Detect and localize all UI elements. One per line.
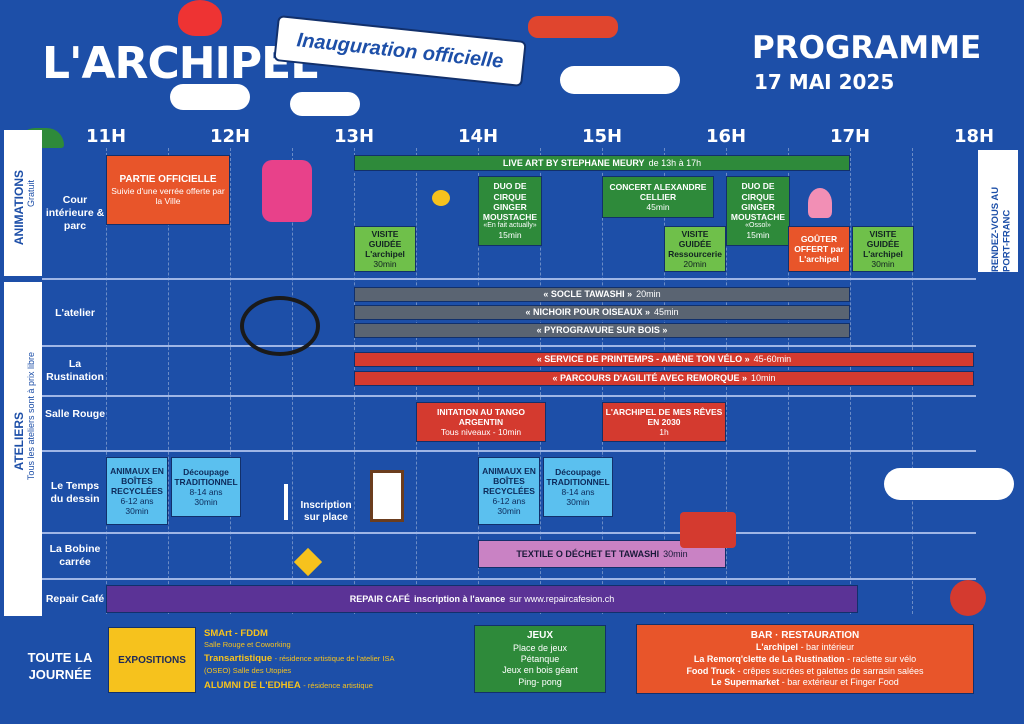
bar-item: La Remorq'clette de La Rustination - rac… — [693, 653, 917, 664]
event-nichoir[interactable]: « NICHOIR POUR OISEAUX » 45min — [354, 305, 850, 320]
inscription-note: Inscription sur place — [300, 500, 352, 523]
expositions-label: EXPOSITIONS — [108, 627, 196, 693]
bar-item: L'archipel - bar intérieur — [755, 642, 855, 653]
row-label: Le Temps du dessin — [50, 480, 100, 506]
row-label: Repair Café — [45, 593, 105, 605]
event-duo-cirque-1[interactable]: DUO DE CIRQUE GINGER MOUSTACHE «En fait … — [478, 176, 542, 246]
event-live-art[interactable]: LIVE ART BY STEPHANE MEURY de 13h à 17h — [354, 155, 850, 171]
toute-la-journee-label: TOUTE LA JOURNÉE — [27, 650, 93, 682]
bar-restauration-box: BAR · RESTAURATION L'archipel - bar inté… — [636, 624, 974, 694]
event-animaux-boites-2[interactable]: ANIMAUX EN BOÎTES RECYCLÉES 6-12 ans 30m… — [478, 457, 540, 525]
expo-item: ALUMNI DE L'EDHEA - résidence artistique — [204, 680, 373, 692]
expo-item: Transartistique - résidence artistique d… — [204, 653, 395, 676]
event-gouter[interactable]: GOÛTER OFFERT par L'archipel — [788, 226, 850, 272]
row-divider — [42, 450, 976, 452]
cloud-decoration — [560, 66, 680, 94]
event-decoupage-2[interactable]: Découpage TRADITIONNEL 8-14 ans 30min — [543, 457, 613, 517]
bar-item: Le Supermarket - bar extérieur et Finger… — [711, 677, 899, 688]
jeux-item: Place de jeux — [512, 642, 568, 653]
bar-item: Food Truck - crêpes sucrées et galettes … — [686, 665, 924, 676]
event-visite-guidee-1[interactable]: VISITE GUIDÉE L'archipel 30min — [354, 226, 416, 272]
hour-label: 18H — [953, 126, 995, 147]
logo: L'ARCHIPEL — [42, 38, 318, 89]
rendezvous-label: RENDEZ-VOUS AU PORT-FRANC — [978, 150, 1018, 272]
event-visite-guidee-2[interactable]: VISITE GUIDÉE Ressourcerie 20min — [664, 226, 726, 272]
fabric-scissors-icon — [680, 512, 736, 548]
page-title: PROGRAMME — [752, 30, 982, 66]
jeux-box: JEUX Place de jeux Pétanque Jeux en bois… — [474, 625, 606, 693]
gridline — [230, 148, 231, 614]
row-divider — [42, 278, 976, 280]
row-label: Cour intérieure & parc — [45, 194, 105, 233]
easel-icon — [370, 470, 404, 522]
row-label: Salle Rouge — [44, 408, 106, 420]
row-label: La Bobine carrée — [49, 543, 101, 569]
row-divider — [42, 532, 976, 534]
event-partie-officielle[interactable]: PARTIE OFFICIELLE Suivie d'une verrée of… — [106, 155, 230, 225]
event-decoupage-1[interactable]: Découpage TRADITIONNEL 8-14 ans 30min — [171, 457, 241, 517]
section-subtitle: Gratuit — [26, 180, 36, 208]
page-date: 17 MAI 2025 — [754, 70, 895, 94]
hour-label: 13H — [333, 126, 375, 147]
jeux-item: Pétanque — [520, 654, 560, 664]
flag-icon — [284, 484, 288, 520]
row-divider — [42, 345, 976, 347]
hour-label: 16H — [705, 126, 747, 147]
event-concert[interactable]: CONCERT ALEXANDRE CELLIER 45min — [602, 176, 714, 218]
event-visite-guidee-3[interactable]: VISITE GUIDÉE L'archipel 30min — [852, 226, 914, 272]
ice-cream-icon — [808, 188, 832, 218]
expositions-list: SMArt - FDDM Salle Rouge et Coworking Tr… — [204, 628, 404, 692]
gridline — [292, 148, 293, 614]
row-divider — [42, 578, 976, 580]
jeux-item: Jeux en bois géant — [502, 665, 578, 676]
hour-label: 17H — [829, 126, 871, 147]
row-label: L'atelier — [55, 307, 95, 319]
section-subtitle: Tous les ateliers sont à prix libre — [26, 352, 36, 481]
event-parcours-agilite[interactable]: « PARCOURS D'AGILITÉ AVEC REMORQUE » 10m… — [354, 371, 974, 386]
cloud-decoration — [290, 92, 360, 116]
event-animaux-boites-1[interactable]: ANIMAUX EN BOÎTES RECYCLÉES 6-12 ans 30m… — [106, 457, 168, 525]
event-duo-cirque-2[interactable]: DUO DE CIRQUE GINGER MOUSTACHE «Ossol» 1… — [726, 176, 790, 246]
event-repair-cafe[interactable]: REPAIR CAFÉ inscription à l'avance sur w… — [106, 585, 858, 613]
row-label: La Rustination — [46, 358, 104, 384]
section-animations: ANIMATIONS Gratuit — [4, 130, 42, 276]
gridline — [168, 148, 169, 614]
hour-label: 14H — [457, 126, 499, 147]
tree-icon — [950, 580, 986, 616]
hour-label: 15H — [581, 126, 623, 147]
fondue-illustration-icon — [262, 160, 312, 222]
event-service-printemps[interactable]: « SERVICE DE PRINTEMPS - AMÈNE TON VÉLO … — [354, 352, 974, 367]
gridline — [106, 148, 107, 614]
row-divider — [42, 395, 976, 397]
event-socle-tawashi[interactable]: « SOCLE TAWASHI » 20min — [354, 287, 850, 302]
section-title: ATELIERS — [12, 412, 26, 471]
hour-label: 12H — [209, 126, 251, 147]
event-tango[interactable]: INITATION AU TANGO ARGENTIN Tous niveaux… — [416, 402, 546, 442]
jeux-item: Ping- pong — [518, 676, 562, 687]
cloud-decoration — [170, 84, 250, 110]
bicycle-wheel-icon — [240, 296, 320, 356]
event-archipel-reves[interactable]: L'ARCHIPEL DE MES RÊVES EN 2030 1h — [602, 402, 726, 442]
hot-air-balloon-icon — [178, 0, 222, 36]
hour-label: 11H — [85, 126, 127, 147]
section-ateliers: ATELIERS Tous les ateliers sont à prix l… — [4, 282, 42, 616]
expo-item: SMArt - FDDM — [204, 628, 268, 639]
section-title: ANIMATIONS — [12, 170, 26, 246]
airplane-icon — [528, 16, 618, 38]
event-pyrogravure[interactable]: « PYROGRAVURE SUR BOIS » — [354, 323, 850, 338]
cloud-decoration — [884, 468, 1014, 500]
sparkle-icon — [293, 547, 323, 577]
bee-icon — [432, 190, 450, 206]
